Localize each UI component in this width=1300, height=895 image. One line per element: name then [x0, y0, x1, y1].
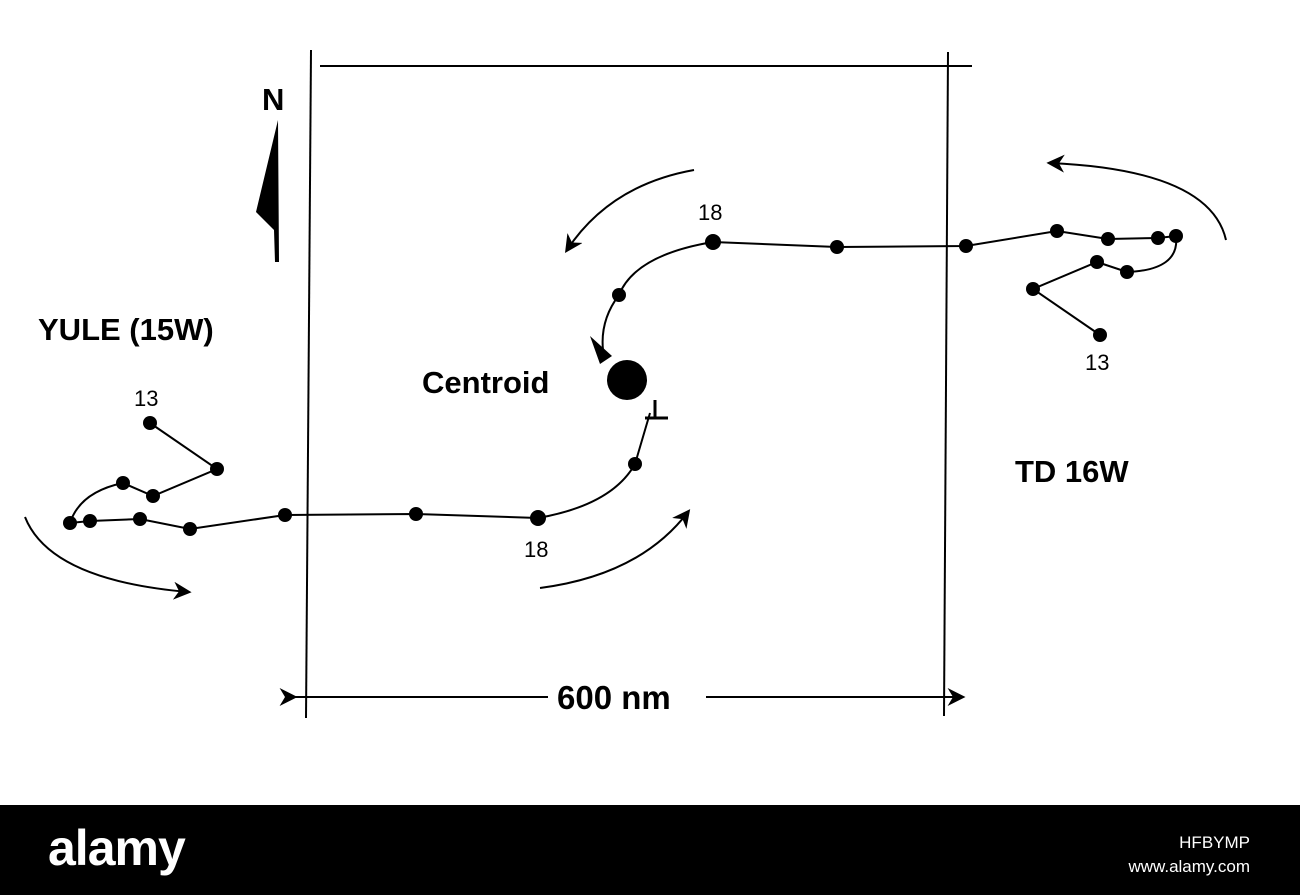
track-point: [1093, 328, 1107, 342]
day-label-left-start: 13: [134, 386, 158, 411]
track-point: [1050, 224, 1064, 238]
cross-symbol-icon: [645, 400, 668, 420]
track-point: [1026, 282, 1040, 296]
track-point: [143, 416, 157, 430]
centroid-marker: [607, 360, 647, 400]
rotation-arrow-icon: [24, 516, 192, 600]
track-point: [705, 234, 721, 250]
track-point: [1151, 231, 1165, 245]
image-id-block: HFBYMP www.alamy.com: [1128, 831, 1250, 879]
day-label-right-start: 13: [1085, 350, 1109, 375]
td16w-track-line: [601, 229, 1178, 351]
track-point: [183, 522, 197, 536]
track-diagram: N 600 nm: [24, 49, 1227, 719]
track-point: [530, 510, 546, 526]
image-id: HFBYMP: [1179, 833, 1250, 852]
day-label-left-end: 18: [524, 537, 548, 562]
storm-label-yule: YULE (15W): [38, 312, 214, 347]
track-point: [612, 288, 626, 302]
site-url: www.alamy.com: [1128, 857, 1250, 876]
track-point: [830, 240, 844, 254]
north-arrow-icon: N: [256, 82, 284, 262]
track-point: [628, 457, 642, 471]
track-point: [116, 476, 130, 490]
north-label: N: [262, 82, 284, 117]
track-point: [210, 462, 224, 476]
scale-label: 600 nm: [557, 679, 671, 716]
yule-track-line: [68, 412, 651, 531]
watermark-footer: alamy HFBYMP www.alamy.com: [0, 805, 1300, 895]
rotation-arrow-icon: [539, 509, 691, 589]
track-point: [133, 512, 147, 526]
track-point: [1169, 229, 1183, 243]
track-point: [1101, 232, 1115, 246]
track-point: [63, 516, 77, 530]
track-point: [278, 508, 292, 522]
yule-track-points: [63, 416, 642, 536]
brand-logo: alamy: [48, 820, 186, 876]
centroid-approach-arrow-icon: [590, 336, 612, 364]
rotation-arrow-icon: [565, 169, 695, 254]
track-point: [959, 239, 973, 253]
centroid-label: Centroid: [422, 365, 549, 400]
track-point: [1120, 265, 1134, 279]
rotation-arrows: [24, 154, 1227, 600]
frame-box: [305, 49, 972, 719]
rotation-arrow-icon: [1046, 154, 1227, 241]
track-point: [409, 507, 423, 521]
track-point: [83, 514, 97, 528]
track-point: [146, 489, 160, 503]
td16w-track-points: [612, 224, 1183, 342]
track-point: [1090, 255, 1104, 269]
storm-label-td16w: TD 16W: [1015, 454, 1129, 489]
day-label-right-end: 18: [698, 200, 722, 225]
